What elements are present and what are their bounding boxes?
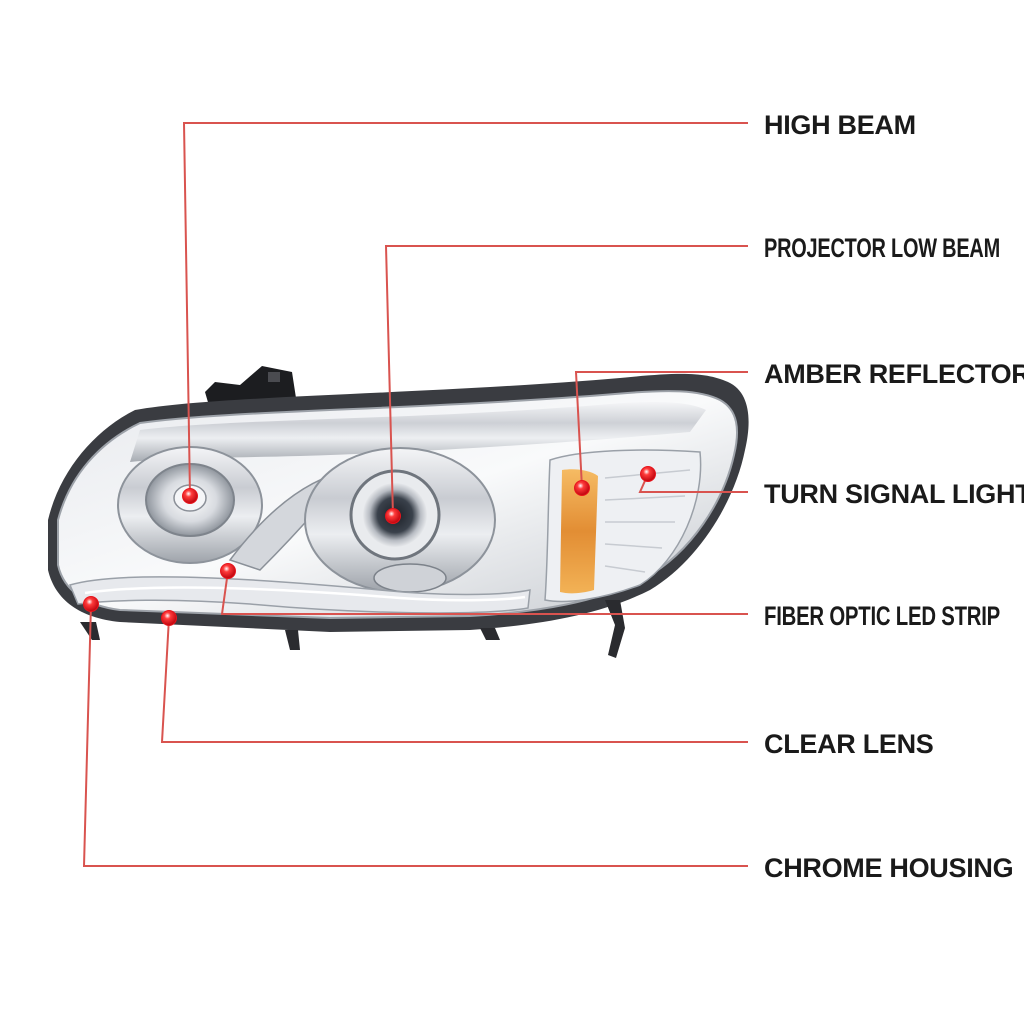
dot-projector-low-beam <box>385 508 401 524</box>
label-projector-low-beam: PROJECTOR LOW BEAM <box>764 233 1000 263</box>
callout-lines <box>82 122 748 867</box>
leader-chrome-housing <box>82 603 748 867</box>
leader-projector-low-beam <box>384 245 748 517</box>
headlight-image <box>48 366 749 658</box>
projector-lower-ring <box>373 563 447 593</box>
label-amber-reflector: AMBER REFLECTOR <box>764 359 1024 389</box>
leader-fiber-optic-led-strip <box>220 570 748 615</box>
dot-amber-reflector <box>574 480 590 496</box>
leader-clear-lens <box>160 617 748 743</box>
dot-turn-signal-light <box>640 466 656 482</box>
label-high-beam: HIGH BEAM <box>764 110 916 140</box>
callout-dots <box>83 466 656 626</box>
label-turn-signal-light: TURN SIGNAL LIGHT <box>764 479 1024 509</box>
label-chrome-housing: CHROME HOUSING <box>764 853 1013 883</box>
label-fiber-optic-led-strip: FIBER OPTIC LED STRIP <box>764 601 1000 631</box>
callout-labels: HIGH BEAM PROJECTOR LOW BEAM AMBER REFLE… <box>764 110 1024 883</box>
mounting-tab <box>268 372 280 382</box>
dot-fiber-optic-led-strip <box>220 563 236 579</box>
amber-reflector-body <box>560 469 598 594</box>
dot-high-beam <box>182 488 198 504</box>
led-strip-body <box>68 576 531 614</box>
led-strip-line <box>84 586 526 602</box>
label-clear-lens: CLEAR LENS <box>764 729 934 759</box>
dot-chrome-housing <box>83 596 99 612</box>
leader-high-beam <box>182 122 748 497</box>
dot-clear-lens <box>161 610 177 626</box>
leader-amber-reflector <box>574 371 748 489</box>
chrome-brow <box>130 402 706 462</box>
